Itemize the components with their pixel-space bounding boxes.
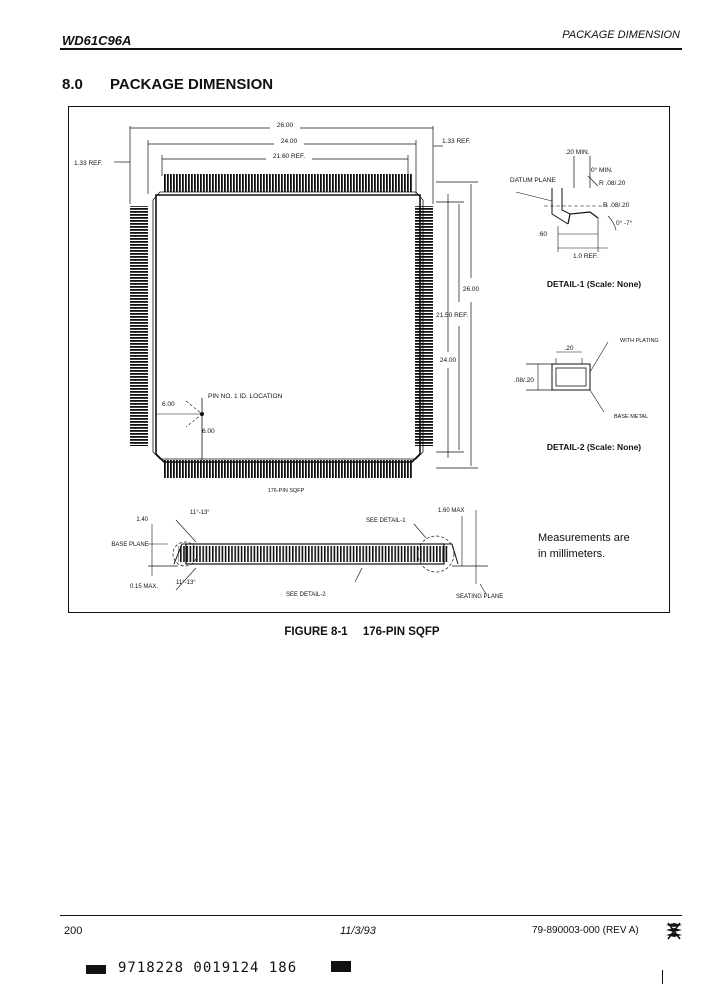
sv-base-plane: BASE PLANE [111, 542, 148, 548]
sv-see-detail-2: SEE DETAIL-2 [286, 592, 326, 598]
caption-number: FIGURE 8-1 [284, 626, 348, 638]
barcode-bar-right [331, 961, 351, 972]
d1-datum: DATUM PLANE [510, 177, 556, 184]
right-pin-row [415, 206, 433, 446]
footer-rule [60, 915, 682, 916]
d1-radius-2: R .08/.20 [603, 202, 630, 209]
d2-base-metal: BASE METAL [614, 414, 648, 420]
d1-title: DETAIL-1 (Scale: None) [547, 279, 641, 289]
header-doc-id: WD61C96A [62, 33, 132, 48]
d2-width: .20 [564, 345, 573, 352]
pin1-dot [200, 412, 204, 416]
detail-2-labels: .20 WITH PLATING .08/.20 BASE METAL DETA… [514, 338, 659, 452]
top-pin-row [163, 174, 413, 192]
dim-overall: 26.00 [277, 122, 294, 129]
note-line-2: in millimeters. [538, 548, 605, 560]
footer-doc-number: 79-890003-000 (REV A) [532, 925, 639, 936]
pin1-x: 6.00 [162, 401, 175, 408]
detail-2 [526, 341, 609, 413]
d1-angle: 0° MIN. [591, 166, 613, 174]
sv-height: 1.40 [136, 517, 148, 523]
sv-angle-top: 11°-13° [190, 510, 210, 516]
dim-body: 24.00 [281, 138, 298, 145]
header-section: PACKAGE DIMENSION [562, 29, 680, 41]
ref-left: 1.33 REF. [74, 160, 103, 167]
sv-standoff: 0.15 MAX. [130, 584, 158, 590]
d2-title: DETAIL-2 (Scale: None) [547, 442, 641, 452]
bottom-pin-row [163, 460, 413, 478]
package-label: 176-PIN SQFP [268, 488, 305, 494]
barcode-bar-left [86, 965, 106, 974]
caption-title: 176-PIN SQFP [362, 626, 440, 638]
d2-plating: WITH PLATING [620, 338, 659, 344]
note-line-1: Measurements are [538, 532, 630, 544]
dim-leads-v: 21.50 REF. [436, 312, 468, 319]
sv-angle-bottom: 11°-13° [176, 580, 196, 586]
dim-leads: 21.60 REF. [273, 153, 305, 160]
detail-2-callout [172, 541, 198, 567]
sv-seating-plane: SEATING PLANE [456, 594, 503, 600]
detail-1-callout [417, 535, 455, 573]
d1-angle-foot: 0° -7° [616, 219, 633, 227]
side-view [148, 510, 488, 595]
d1-ref: 1.0 REF. [573, 253, 598, 260]
d2-thickness: .08/.20 [514, 377, 534, 384]
body-outline [155, 194, 421, 463]
d1-radius-1: R .08/.20 [599, 180, 626, 187]
dim-overall-v: 26.00 [463, 286, 480, 293]
pin1-y: 6.00 [202, 428, 215, 435]
footer-page: 200 [64, 925, 83, 937]
section-title: PACKAGE DIMENSION [110, 76, 274, 93]
side-view-labels: 1.40 BASE PLANE 11°-13° 11°-13° 0.15 MAX… [111, 508, 503, 600]
section-number: 8.0 [62, 76, 83, 93]
measure-note: Measurements are in millimeters. [538, 532, 630, 560]
margin-mark [662, 970, 663, 984]
top-view-labels: 26.00 24.00 21.60 REF. 1.33 REF. 1.33 RE… [74, 122, 480, 494]
left-pin-row [130, 206, 148, 446]
figure-caption: FIGURE 8-1 176-PIN SQFP [0, 626, 724, 638]
footer-date: 11/3/93 [340, 925, 376, 937]
side-body [185, 543, 445, 565]
sv-see-detail-1: SEE DETAIL-1 [366, 518, 406, 524]
side-pin-row [178, 546, 448, 562]
dim-body-v: 24.00 [440, 357, 457, 364]
pin1-label: PIN NO. 1 ID. LOCATION [208, 393, 283, 400]
barcode-text: 9718228 0019124 186 [118, 960, 298, 976]
d1-lead-width: .20 MIN. [565, 149, 590, 156]
sv-max-height: 1.60 MAX [438, 508, 464, 514]
d1-foot-len: .60 [538, 231, 547, 238]
detail-1-labels: .20 MIN. 0° MIN. DATUM PLANE R .08/.20 R… [510, 149, 641, 289]
top-view [114, 126, 478, 478]
ref-right: 1.33 REF. [442, 138, 471, 145]
package-drawing: 26.00 24.00 21.60 REF. 1.33 REF. 1.33 RE… [68, 106, 670, 613]
header-rule [60, 48, 682, 50]
company-logo [666, 922, 682, 940]
detail-1 [515, 156, 617, 252]
